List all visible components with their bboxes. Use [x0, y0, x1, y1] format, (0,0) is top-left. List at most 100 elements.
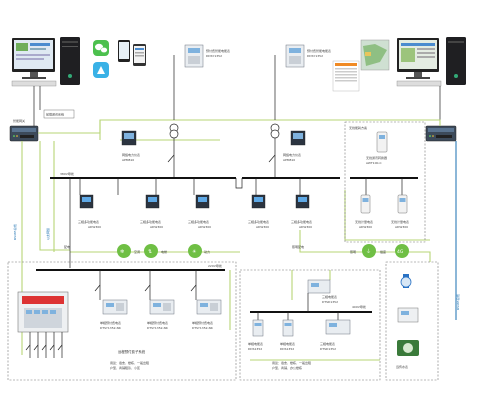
- meter-m19: 三相电能表 DTSD1352: [320, 319, 351, 351]
- bus-sub-left-label: 220V母线: [208, 263, 222, 268]
- meter-m14-name: 单相预付费电表: [147, 320, 168, 325]
- meter-m8-name: 三相多功能电表: [188, 219, 209, 224]
- meter-m5: 无线通讯转换器 AWT100-C: [366, 131, 388, 165]
- meter-m17-name: 单相电能表: [248, 341, 263, 346]
- water-meter-2: [397, 307, 419, 323]
- meter-m11-name: 无线计量电表: [355, 219, 373, 224]
- meter-m17-model: DDS1352: [248, 347, 262, 351]
- meter-m18-model: DDS1352: [280, 347, 294, 351]
- meter-m19-model: DTSD1352: [320, 347, 336, 351]
- usage-left-line2: 户型、商铺租赁、小区: [110, 365, 140, 370]
- lower-mid-subsystem-box: [239, 269, 381, 381]
- meter-m3-name: 网络电力仪表: [122, 152, 140, 157]
- usage-right-line1: 用途：宿舍、楼栋、一般出租: [272, 360, 311, 365]
- lighting-distribution-label: 照明配电: [292, 244, 304, 249]
- meter-m14: 单相预付费电表 DTSY1352-NK: [147, 299, 175, 330]
- meter-m14-model: DTSY1352-NK: [147, 326, 169, 330]
- meter-m7-name: 三相多功能电表: [140, 219, 161, 224]
- water-meter-label: 远传水表: [396, 364, 408, 369]
- meter-m5-model: AWT100-C: [366, 161, 382, 165]
- meter-m13-name: 单相预付费电表: [100, 320, 121, 325]
- icon-light-label: 照明: [350, 250, 356, 254]
- branch-label: 配电: [64, 244, 70, 249]
- meter-m4-model: APM810: [283, 158, 295, 162]
- prepaid-subsystem-box: [7, 261, 237, 381]
- load-icons: ❄ 空调 ⇅ 电梯 ☀ 照明 ⏚ 插座 4G 动力: [117, 244, 409, 258]
- meter-m18-name: 单相电能表: [280, 341, 295, 346]
- meter-m17: 单相电能表 DDS1352: [248, 319, 264, 351]
- meter-m10-name: 三相多功能电表: [291, 219, 312, 224]
- left-workstation: [11, 37, 80, 87]
- prepaid-system-title: 远程预付费子系统: [118, 349, 146, 354]
- meter-m12-model: ADW300: [395, 225, 408, 229]
- svg-text:☀: ☀: [192, 249, 196, 255]
- meter-m7-model: ADW300: [150, 225, 163, 229]
- prepaid-cabinet: [17, 291, 69, 333]
- keyboard-right: [396, 80, 442, 87]
- meter-m16: 三相电能表 DTSD1352: [307, 279, 338, 304]
- meter-m11-model: ADW300: [359, 225, 372, 229]
- meter-m16-name: 三相电能表: [322, 294, 337, 299]
- meter-m15-model: DTSY1352-NK: [192, 326, 214, 330]
- left-ethernet-label: 以太网络: [45, 228, 50, 240]
- meter-m13-model: DTSY1352-NK: [100, 326, 122, 330]
- wireless-zone: [344, 121, 426, 243]
- right-rs485-label: RS485总线: [455, 294, 460, 310]
- usage-left-line1: 用途：宿舍、楼栋、一般出租: [110, 360, 149, 365]
- lighting-icon: [188, 244, 202, 258]
- icon-4g-label: 4G: [397, 249, 404, 255]
- pc-tower-right: [446, 37, 466, 85]
- meter-m6-model: ADW300: [88, 225, 101, 229]
- socket-icon: [362, 244, 376, 258]
- meter-m2-name: 预付费智能电能表: [307, 48, 331, 53]
- comm-box-label: 前端通讯系统: [46, 112, 64, 117]
- meter-m9-name: 三相多功能电表: [248, 219, 269, 224]
- water-meter-1: [400, 274, 412, 288]
- cabinet-outlets: [25, 332, 63, 358]
- meter-m3-model: APM810: [122, 158, 134, 162]
- software-screenshots: [332, 39, 390, 92]
- meter-m2: 预付费智能电能表 DDSY1352: [285, 44, 331, 68]
- keyboard-left: [11, 80, 57, 87]
- meter-m5-name: 无线通讯转换器: [366, 155, 387, 160]
- meter-m13: 单相预付费电表 DTSY1352-NK: [100, 299, 128, 330]
- svg-text:⇅: ⇅: [148, 249, 152, 255]
- meter-m1-model: DDSY1352: [206, 54, 222, 58]
- meter-m15-name: 单相预付费电表: [192, 320, 213, 325]
- air-conditioner-icon: [117, 244, 131, 258]
- water-meter-3: [397, 340, 419, 356]
- meter-m2-model: DDSY1352: [307, 54, 323, 58]
- right-workstation: [396, 37, 466, 87]
- sub-drops-mid: [257, 312, 339, 320]
- branch-drops: [69, 178, 403, 268]
- meter-m15: 单相预付费电表 DTSY1352-NK: [192, 299, 222, 330]
- meter-m1-name: 预付费智能电能表: [206, 48, 230, 53]
- 4g-icon: [395, 244, 409, 258]
- meter-m7: 三相多功能电表 ADW300: [140, 194, 163, 229]
- meter-m9-model: ADW300: [256, 225, 269, 229]
- svg-text:❄: ❄: [120, 249, 124, 255]
- meter-m10-model: ADW300: [299, 225, 312, 229]
- elevator-icon: [144, 244, 158, 258]
- pc-tower-left: [60, 37, 80, 85]
- meter-m1: 预付费智能电能表 DDSY1352: [184, 44, 230, 68]
- usage-right-line2: 户型、商铺、办公楼栋: [272, 365, 302, 370]
- water-meter-box: [385, 261, 439, 381]
- meter-m12: 无线计量电表 ADW300: [391, 194, 409, 229]
- gateway-left: 智能网关: [9, 118, 39, 142]
- wireless-zone-label: 无线能耗方案: [349, 125, 367, 130]
- icon-air-label: 空调: [134, 249, 140, 254]
- gateway-left-label: 智能网关: [13, 118, 25, 123]
- comm-box: [43, 109, 75, 119]
- meter-m19-name: 三相电能表: [320, 341, 335, 346]
- bus-label: 380V母线: [60, 171, 74, 176]
- meter-m16-model: DTSD1352: [322, 300, 338, 304]
- sub-drops-left: [94, 270, 197, 300]
- meter-m8: 三相多功能电表 ADW300: [188, 194, 211, 229]
- left-rs485-label: RS485总线: [12, 224, 17, 240]
- meter-m18: 单相电能表 DDS1352: [280, 319, 295, 351]
- icon-socket-label: 插座: [380, 249, 386, 254]
- mobile-app-icons: [93, 40, 146, 78]
- icon-pump-label: 电梯: [161, 249, 167, 254]
